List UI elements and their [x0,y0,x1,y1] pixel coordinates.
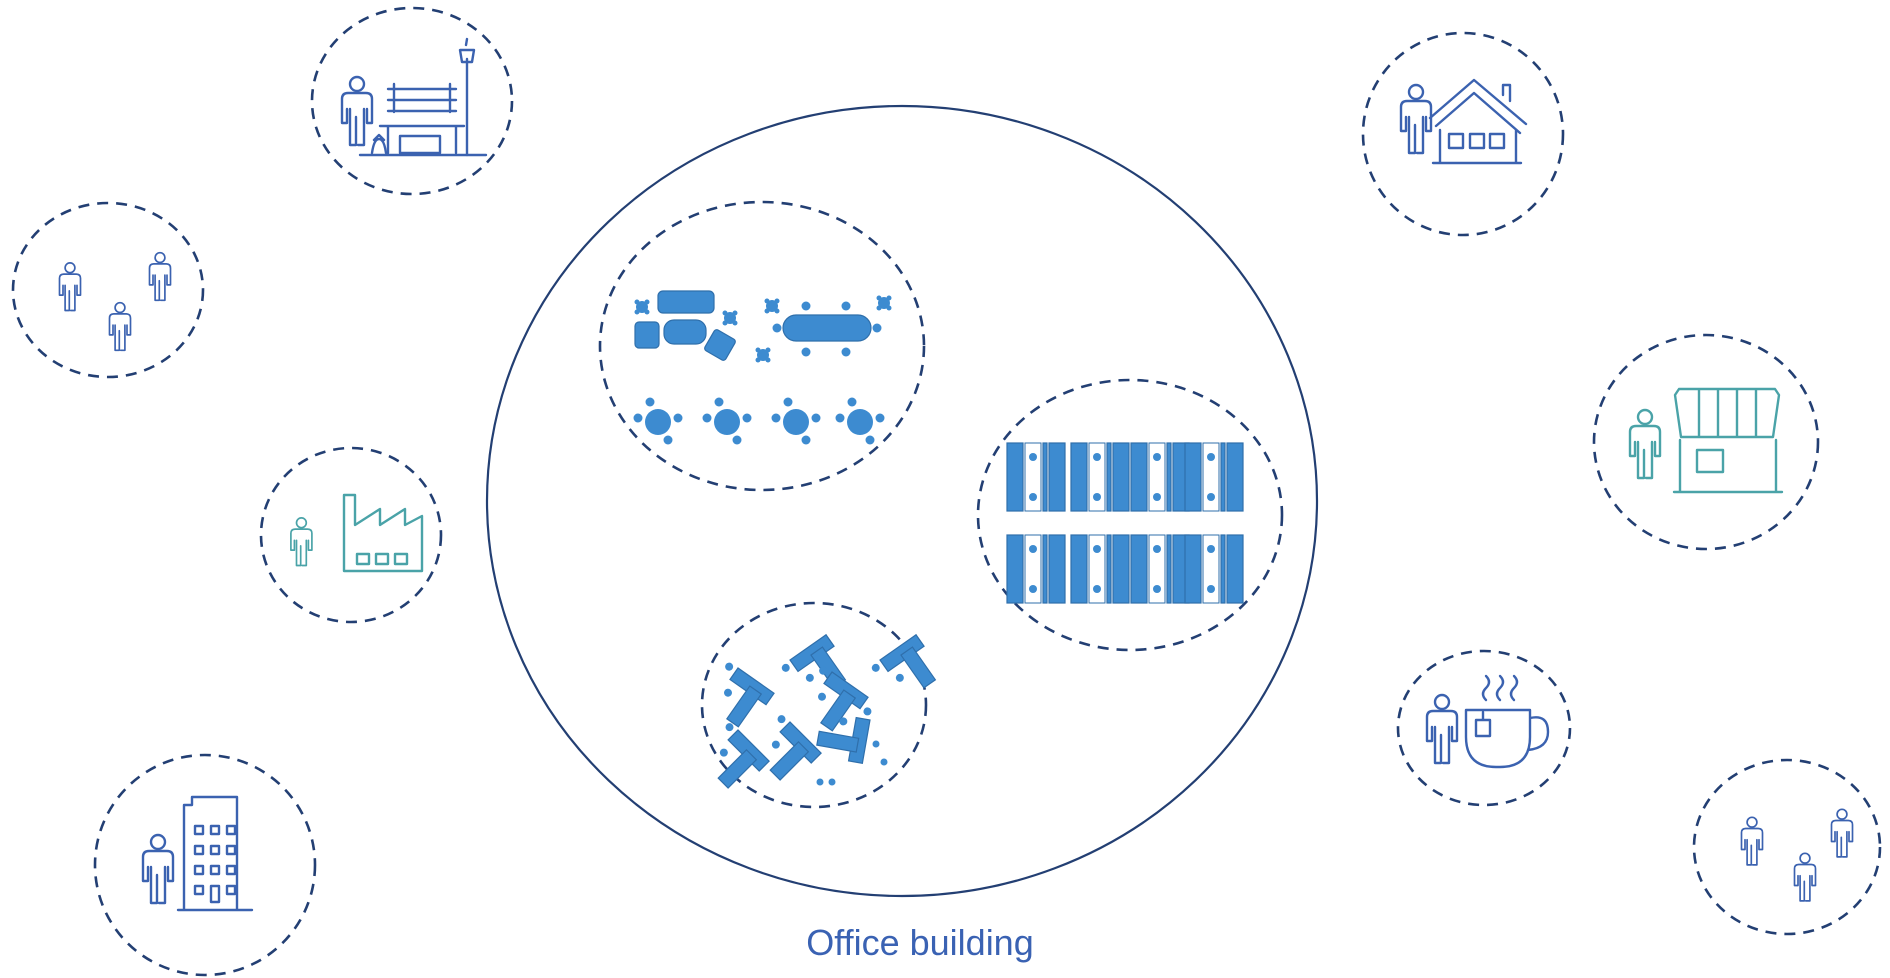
shop-place [1592,333,1820,551]
people-group-icon [1740,808,1854,902]
desk-rows-zone [976,378,1284,652]
people-place-left [11,201,205,379]
lounge-meeting-furniture-icon [633,290,892,445]
people-place-right [1692,758,1882,936]
cafe-place [1396,649,1572,807]
apartment-building-icon [141,795,254,912]
house-icon [1399,78,1528,165]
shop-icon [1628,387,1784,494]
factory-icon [290,493,424,573]
angled-desks-icon [694,634,945,796]
park-place [310,6,514,196]
lounge-meeting-zone [598,200,926,492]
office-building-caption: Office building [806,922,1034,963]
park-bench-icon [340,37,488,157]
angled-desks-zone [694,601,945,809]
apartment-place [93,753,317,977]
factory-place [259,446,443,624]
desk-rows-icon [1006,442,1244,604]
people-group-icon [58,251,172,352]
home-place [1361,31,1565,237]
coffee-cup-icon [1425,674,1550,769]
office-building-boundary [485,104,1319,898]
